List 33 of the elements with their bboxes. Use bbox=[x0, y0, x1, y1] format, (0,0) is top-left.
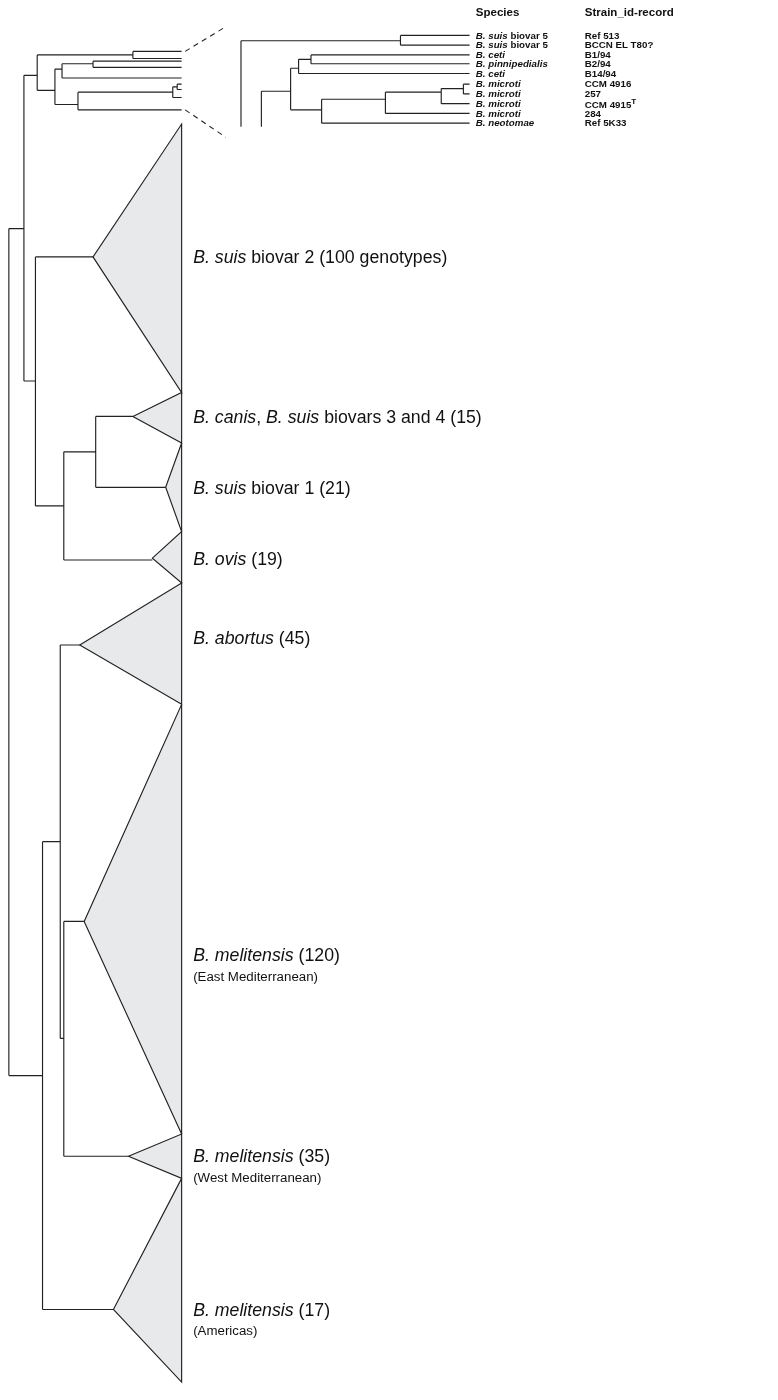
strain-id: 284 bbox=[584, 108, 602, 119]
clade-label: B. suis biovar 1 (21) bbox=[193, 477, 351, 498]
strain-id: CCM 4915$^{T}$ bbox=[584, 97, 637, 110]
strain-id: B2/94 bbox=[584, 58, 611, 69]
clade-label: B. abortus (45) bbox=[193, 628, 311, 648]
column-header: Species bbox=[475, 6, 520, 19]
column-header: Strain_id-record bbox=[584, 6, 674, 19]
species-name: B. microti bbox=[475, 89, 521, 99]
species-name: B. suis biovar 5 bbox=[475, 30, 548, 41]
clade-label: B. melitensis (17) bbox=[193, 1299, 331, 1320]
clade-label: B. canis, B. suis biovars 3 and 4 (15) bbox=[193, 406, 482, 427]
clade-label: B. ovis (19) bbox=[193, 549, 283, 569]
clade-label: B. suis biovar 2 (100 genotypes) bbox=[193, 247, 448, 267]
strain-id: B14/94 bbox=[584, 68, 617, 79]
strain-id: Ref 513 bbox=[584, 30, 620, 41]
species-name: B. microti bbox=[475, 98, 521, 109]
strain-id: CCM 4916 bbox=[584, 79, 632, 90]
clade-label: B. melitensis (120) bbox=[193, 945, 340, 965]
species-name: B. microti bbox=[475, 79, 521, 90]
species-name: B. ceti bbox=[475, 50, 506, 60]
strain-id: B1/94 bbox=[584, 50, 611, 60]
species-name: B. suis biovar 5 bbox=[475, 40, 548, 51]
region-note: (Americas) bbox=[193, 1323, 258, 1339]
species-name: B. microti bbox=[475, 108, 521, 119]
strain-id: Ref 5K33 bbox=[584, 118, 627, 129]
region-note: (East Mediterranean) bbox=[193, 969, 318, 984]
species-name: B. pinnipedialis bbox=[475, 58, 548, 69]
clade-label: B. melitensis (35) bbox=[193, 1146, 331, 1166]
strain-id: BCCN EL T80? bbox=[584, 40, 654, 51]
species-name: B. neotomae bbox=[475, 118, 535, 129]
region-note: (West Mediterranean) bbox=[193, 1170, 322, 1185]
strain-id: 257 bbox=[584, 89, 602, 99]
species-name: B. ceti bbox=[475, 68, 506, 79]
